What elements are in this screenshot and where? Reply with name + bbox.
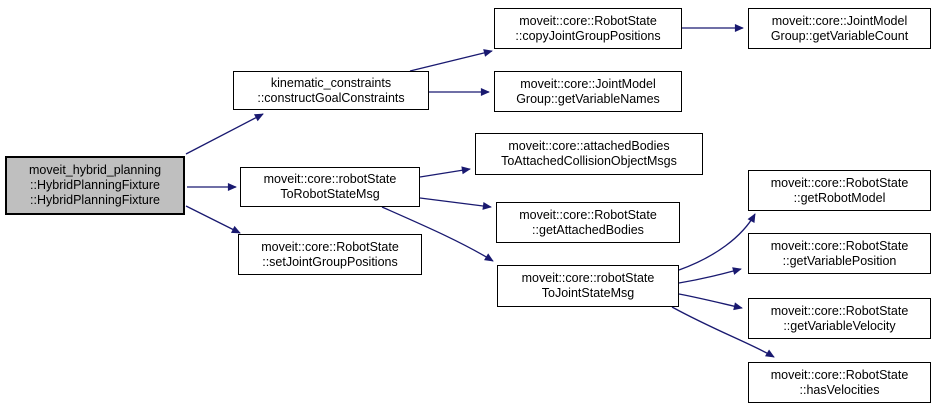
edge-root-to-construct-goal-constraints xyxy=(185,113,264,155)
node-get-variable-position[interactable]: moveit::core::RobotState ::getVariablePo… xyxy=(748,233,931,274)
node-set-joint-group-positions[interactable]: moveit::core::RobotState ::setJointGroup… xyxy=(238,234,422,275)
edge-rs2jsmsg-to-get-variable-position xyxy=(678,267,742,284)
edge-rs2rsmsg-to-rs2jsmsg xyxy=(381,206,494,262)
node-get-robot-model[interactable]: moveit::core::RobotState ::getRobotModel xyxy=(748,170,931,211)
edge-rs2jsmsg-to-get-robot-model xyxy=(678,213,756,271)
edge-rs2jsmsg-to-get-variable-velocity xyxy=(678,293,743,311)
edge-rs2jsmsg-to-has-velocities xyxy=(671,306,775,358)
node-copy-joint-group-positions[interactable]: moveit::core::RobotState ::copyJointGrou… xyxy=(494,8,682,49)
node-get-attached-bodies[interactable]: moveit::core::RobotState ::getAttachedBo… xyxy=(496,202,680,243)
edge-construct-to-copy-joint-group-positions xyxy=(409,49,493,72)
node-hybrid-planning-fixture: moveit_hybrid_planning ::HybridPlanningF… xyxy=(5,156,185,215)
node-has-velocities[interactable]: moveit::core::RobotState ::hasVelocities xyxy=(748,362,931,403)
node-robot-state-to-joint-state-msg[interactable]: moveit::core::robotState ToJointStateMsg xyxy=(497,265,679,307)
node-get-variable-names[interactable]: moveit::core::JointModel Group::getVaria… xyxy=(494,71,682,112)
node-robot-state-to-robot-state-msg[interactable]: moveit::core::robotState ToRobotStateMsg xyxy=(240,167,420,207)
node-construct-goal-constraints[interactable]: kinematic_constraints ::constructGoalCon… xyxy=(233,71,429,110)
node-get-variable-velocity[interactable]: moveit::core::RobotState ::getVariableVe… xyxy=(748,298,931,339)
edge-rs2rsmsg-to-attached-bodies xyxy=(419,166,471,178)
edge-rs2rsmsg-to-get-attached-bodies xyxy=(419,197,492,210)
node-get-variable-count[interactable]: moveit::core::JointModel Group::getVaria… xyxy=(748,8,931,49)
node-attached-bodies-to-attached-collision-object-msgs[interactable]: moveit::core::attachedBodies ToAttachedC… xyxy=(475,133,703,175)
edge-root-to-set-joint-group-positions xyxy=(185,205,241,234)
